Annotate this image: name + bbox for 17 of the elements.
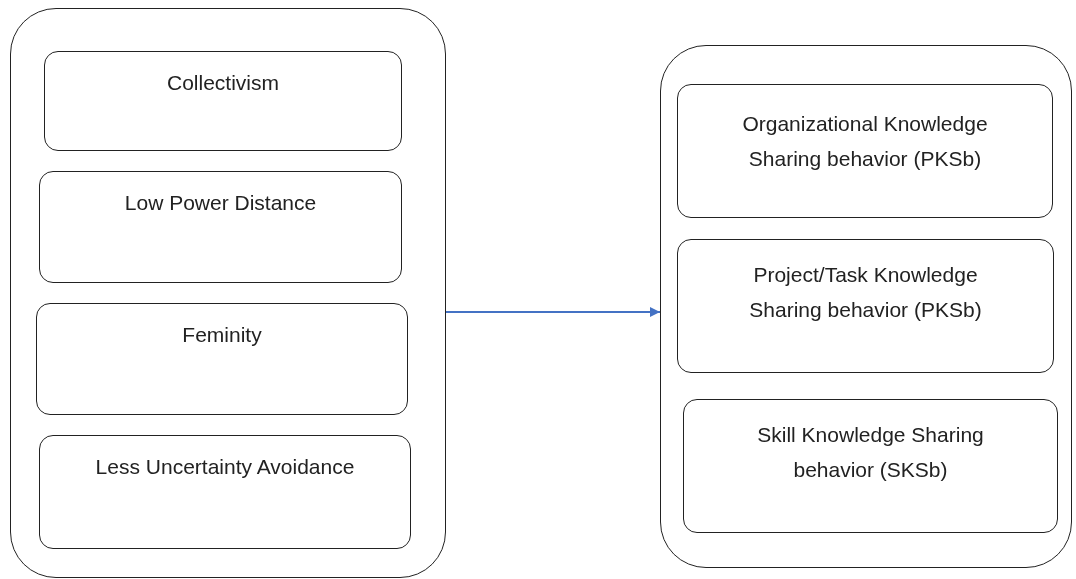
factor-box	[36, 303, 408, 415]
arrow	[445, 307, 661, 317]
factor-box	[683, 399, 1058, 533]
factor-box	[39, 171, 402, 283]
box-label: Skill Knowledge Sharing behavior (SKSb)	[756, 422, 985, 483]
factor-box	[39, 435, 411, 549]
box-label: Feminity	[182, 322, 262, 348]
box-label: Project/Task Knowledge Sharing behavior (PKSb)	[748, 262, 983, 323]
group-container	[660, 45, 1072, 568]
box-label: Organizational Knowledge Sharing behavior (PKSb)	[741, 111, 989, 172]
factor-box	[677, 84, 1053, 218]
factor-box	[44, 51, 402, 151]
group-container	[10, 8, 446, 578]
factor-box	[677, 239, 1054, 373]
box-label: Less Uncertainty Avoidance	[95, 454, 355, 480]
box-label: Low Power Distance	[124, 190, 317, 216]
box-label: Collectivism	[167, 70, 279, 96]
